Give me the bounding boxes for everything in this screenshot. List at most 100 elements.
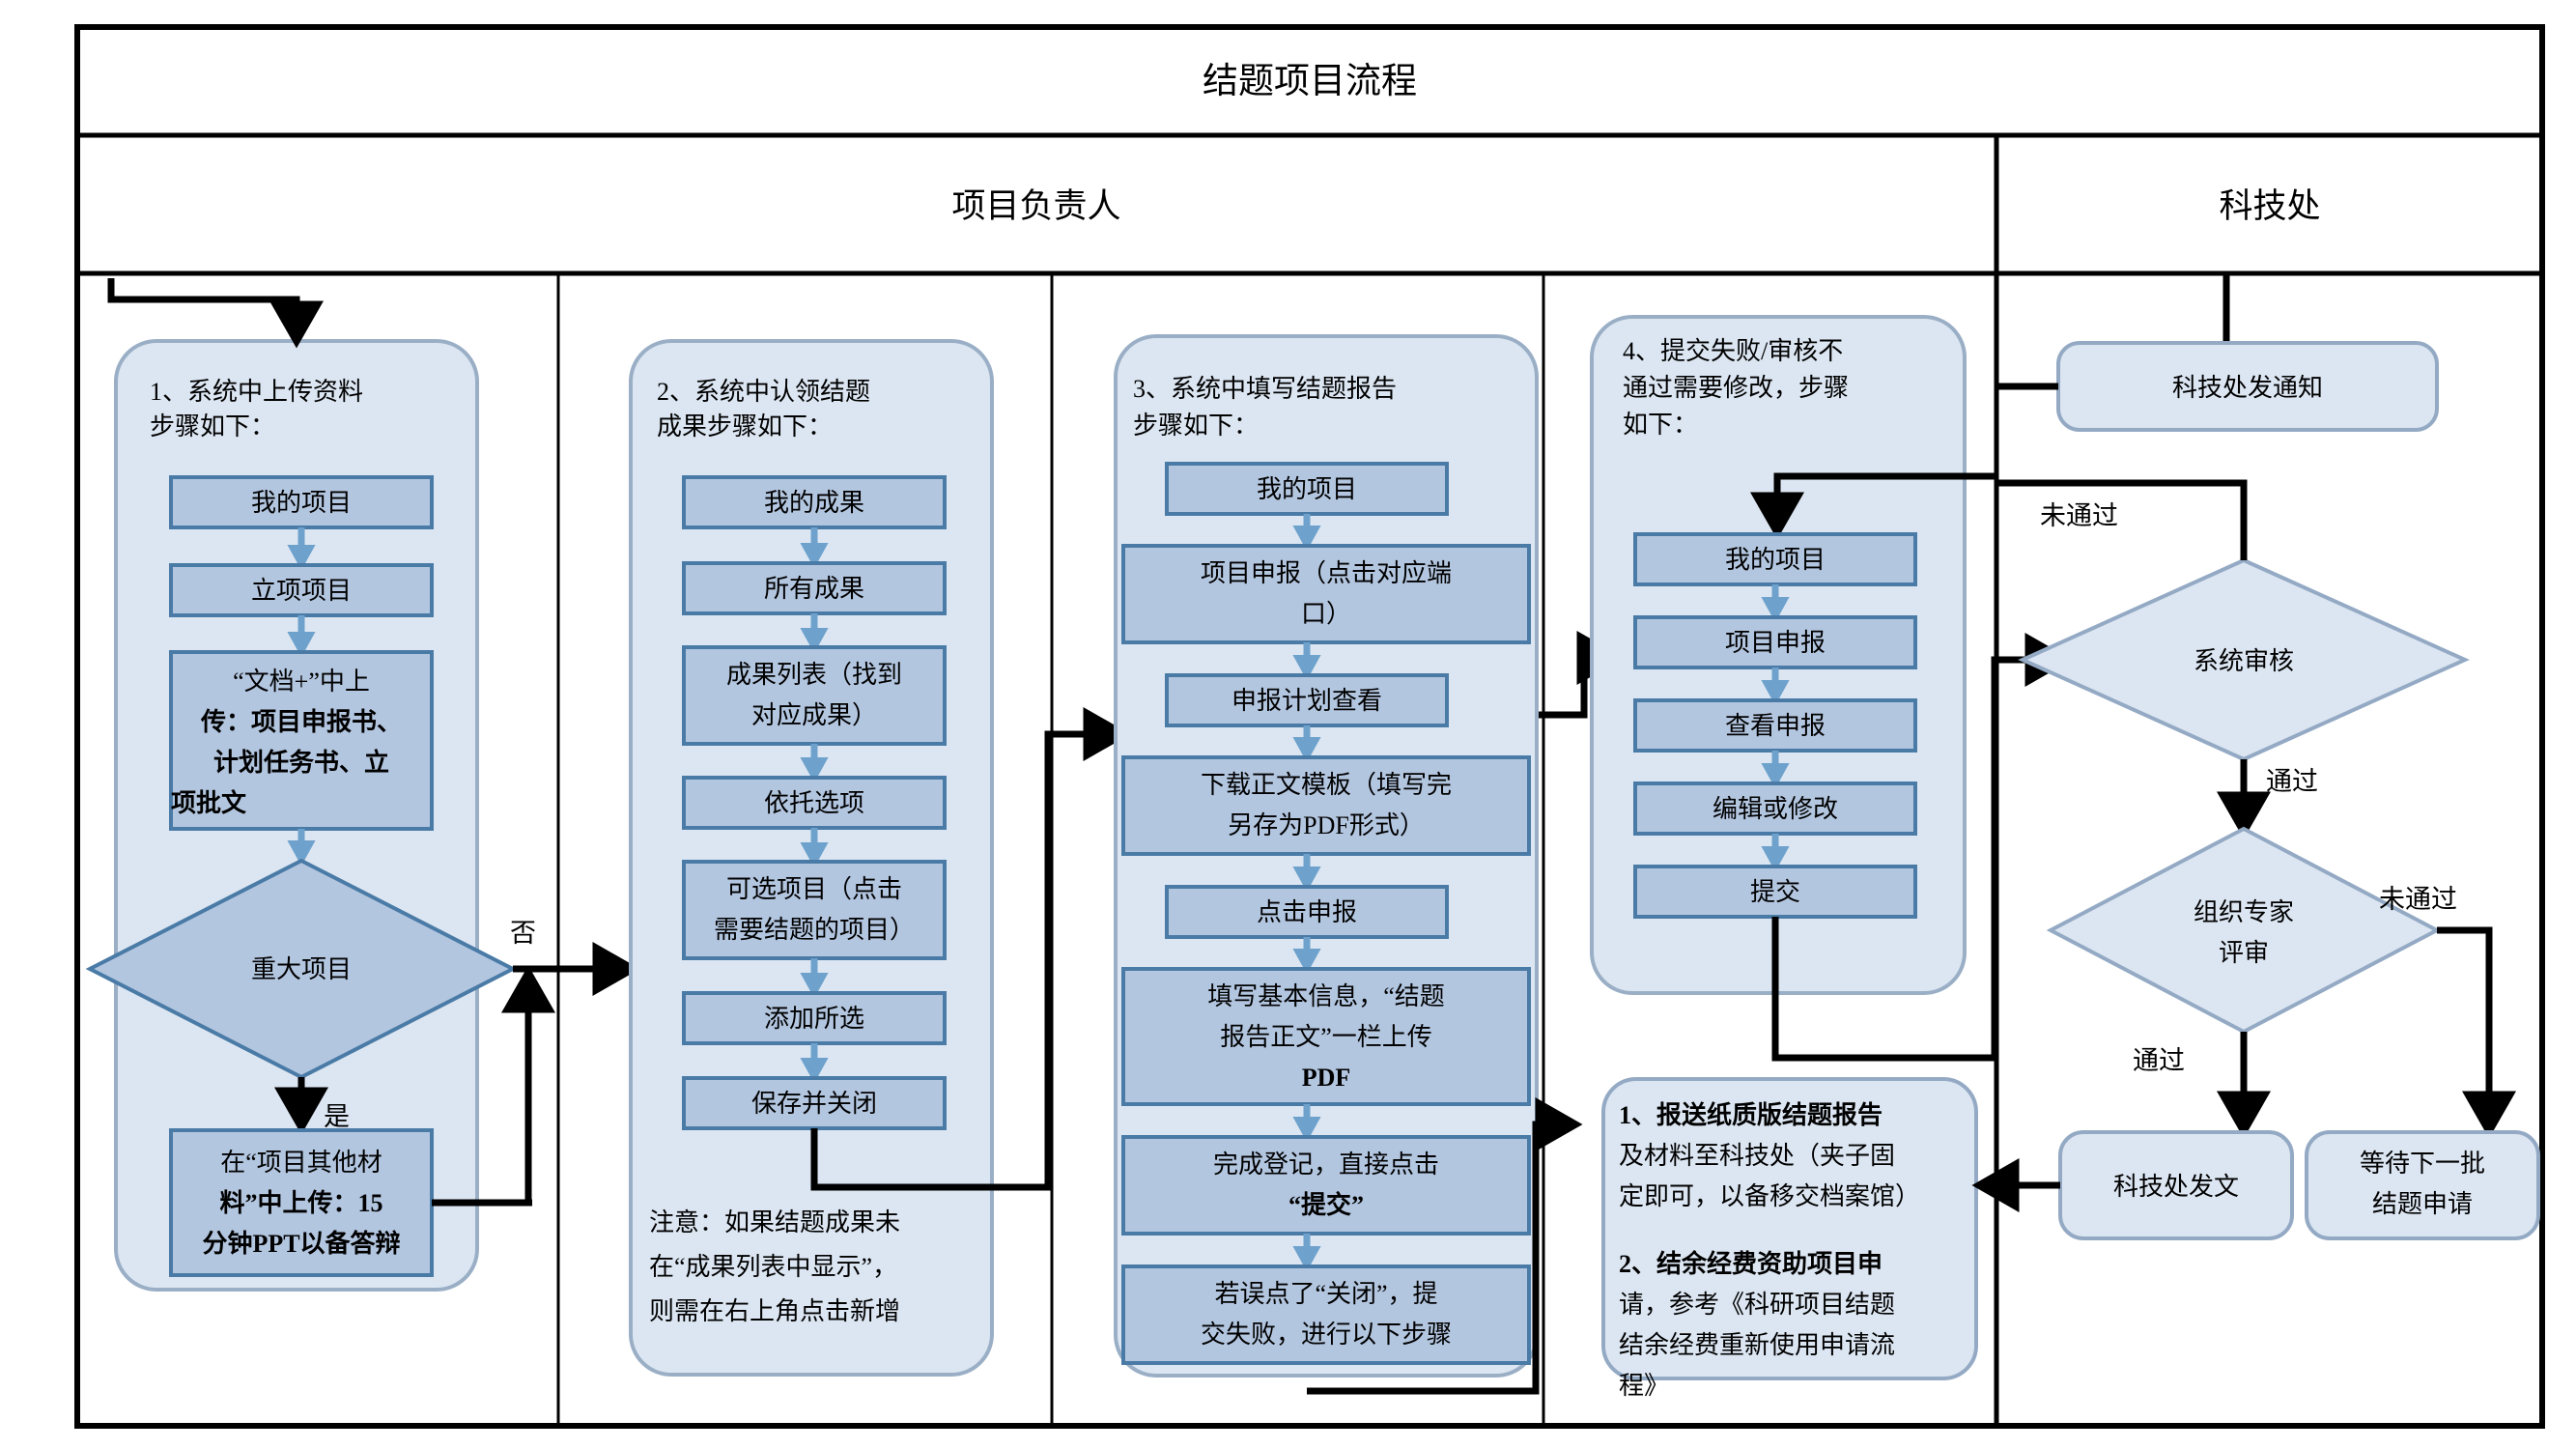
c3s8-label-line2: 交失败，进行以下步骤 — [1201, 1321, 1452, 1349]
col2-note-line1: 注意：如果结题成果未 — [649, 1208, 900, 1236]
c5s2-label: 科技处发文 — [2113, 1173, 2239, 1201]
col3-heading-line1: 3、系统中填写结题报告 — [1133, 375, 1397, 403]
c4s3-label: 查看申报 — [1725, 712, 1826, 740]
c1s3-label-line4: 项批文 — [171, 788, 247, 817]
c4s4-label: 编辑或修改 — [1713, 795, 1838, 823]
c3s4-box[interactable] — [1121, 755, 1531, 856]
c2s5-label-line1: 可选项目（点击 — [726, 875, 902, 903]
c2s7-label: 保存并关闭 — [751, 1090, 877, 1118]
c2s3-box[interactable] — [682, 645, 947, 746]
c3s5-box[interactable] — [1165, 885, 1449, 939]
c3s5-label: 点击申报 — [1257, 898, 1357, 926]
c1-edge-label-yes: 是 — [324, 1102, 350, 1131]
c4s1-label: 我的项目 — [1725, 546, 1826, 574]
c3s4-label-line1: 下载正文模板（填写完 — [1201, 771, 1452, 799]
c1s4-label-line2: 料”中上传：15 — [219, 1189, 382, 1217]
connector-review-fail — [1995, 479, 2248, 560]
c3s2-label-line2: 口） — [1301, 600, 1351, 628]
c3s4-label-line2: 另存为PDF形式） — [1228, 811, 1425, 839]
c3s2-box[interactable] — [1121, 544, 1531, 644]
c3s8-label-line1: 若误点了“关闭”，提 — [1214, 1280, 1437, 1308]
c2s4-box[interactable] — [682, 776, 947, 830]
c1d1-label: 重大项目 — [251, 955, 352, 983]
c2s2-box[interactable] — [682, 561, 947, 615]
lane-label-owner: 项目负责人 — [951, 187, 1120, 225]
c5s1-label: 科技处发通知 — [2172, 374, 2323, 402]
c1s4-label-line3: 分钟PPT以备答辩 — [202, 1229, 400, 1258]
col4-note-line3: 定即可，以备移交档案馆） — [1619, 1182, 1920, 1210]
c5d2-label-line2: 评审 — [2219, 939, 2269, 967]
c2s2-label: 所有成果 — [764, 575, 864, 603]
c1s4-label-line1: 在“项目其他材 — [220, 1149, 382, 1177]
col4-heading-line2: 通过需要修改，步骤 — [1623, 374, 1849, 402]
col4-heading-line1: 4、提交失败/审核不 — [1623, 337, 1843, 365]
c5s3-label-line1: 等待下一批 — [2360, 1150, 2485, 1178]
c2s5-label-line2: 需要结题的项目） — [714, 916, 915, 944]
c5-edge-label-pass1: 通过 — [2266, 767, 2318, 796]
c3s1-label: 我的项目 — [1257, 475, 1357, 503]
c2s1-label: 我的成果 — [764, 489, 864, 517]
c4s5-box[interactable] — [1633, 865, 1917, 919]
col4-note-line8: 程》 — [1619, 1372, 1669, 1400]
col4-heading-line3: 如下： — [1623, 411, 1698, 439]
c3s8-box[interactable] — [1121, 1264, 1531, 1365]
c5-edge-label-fail2: 未通过 — [2379, 885, 2457, 914]
c1s3-box[interactable] — [169, 650, 434, 831]
c5-edge-label-fail1: 未通过 — [2040, 501, 2118, 530]
connector-col3-col4-bottom — [1307, 1097, 1583, 1395]
lane-label-office: 科技处 — [2219, 187, 2320, 225]
connector-col2-col3 — [810, 707, 1131, 1191]
c3s6-box[interactable] — [1121, 967, 1531, 1106]
col4-note-line2: 及材料至科技处（夹子固 — [1619, 1142, 1895, 1170]
col3-heading-line2: 步骤如下： — [1133, 412, 1259, 440]
col4-note-line5: 2、结余经费资助项目申 — [1619, 1249, 1882, 1278]
group-col4-note — [1601, 1077, 1978, 1380]
c5s3-box[interactable] — [2305, 1130, 2540, 1240]
c3s3-label: 申报计划查看 — [1231, 687, 1382, 715]
col2-heading-line1: 2、系统中认领结题 — [657, 378, 870, 406]
col4-note-line1: 1、报送纸质版结题报告 — [1619, 1100, 1882, 1129]
c3s6-label-line1: 填写基本信息，“结题 — [1207, 982, 1445, 1010]
c3s7-box[interactable] — [1121, 1135, 1531, 1236]
c3s6-label-line2: 报告正文”一栏上传 — [1220, 1023, 1432, 1051]
connector-into-c4s1 — [1750, 472, 1995, 540]
col2-note-line3: 则需在右上角点击新增 — [649, 1297, 900, 1325]
c5d2-label-line1: 组织专家 — [2194, 898, 2294, 926]
c1s1-label: 我的项目 — [251, 489, 352, 517]
c1s3-label-line3: 计划任务书、立 — [213, 748, 389, 777]
col2-heading-line2: 成果步骤如下： — [657, 412, 833, 440]
c2s6-label: 添加所选 — [764, 1005, 864, 1033]
arrow-start-col1 — [107, 278, 324, 349]
c1s1-box[interactable] — [169, 475, 434, 529]
c3s7-label-line1: 完成登记，直接点击 — [1213, 1151, 1439, 1179]
c3s2-label-line1: 项目申报（点击对应端 — [1201, 559, 1452, 587]
c5-edge-label-pass2: 通过 — [2133, 1046, 2185, 1075]
c3s6-label-line3: PDF — [1302, 1064, 1351, 1092]
c1-edge-label-no: 否 — [510, 919, 536, 948]
c2s4-label: 依托选项 — [764, 789, 864, 817]
c2s3-label-line2: 对应成果） — [751, 701, 877, 729]
c2s3-label-line1: 成果列表（找到 — [726, 661, 902, 689]
c1s3-label-line1: “文档+”中上 — [233, 668, 370, 696]
c4s2-label: 项目申报 — [1725, 629, 1826, 657]
c2s5-box[interactable] — [682, 860, 947, 960]
connector-c4s5-review — [1771, 633, 2073, 1062]
swimlane-frame — [74, 24, 2545, 1429]
c3s1-box[interactable] — [1165, 462, 1449, 516]
page-title: 结题项目流程 — [1203, 61, 1417, 101]
arrow-expert-fail — [2437, 926, 2516, 1139]
c1s2-box[interactable] — [169, 563, 434, 617]
col4-note-line7: 结余经费重新使用申请流 — [1619, 1331, 1895, 1359]
col4-note-line6: 请，参考《科研项目结题 — [1619, 1291, 1895, 1319]
col2-note-line2: 在“成果列表中显示”， — [649, 1253, 897, 1281]
c2s7-box[interactable] — [682, 1076, 947, 1130]
c1s2-label: 立项项目 — [251, 577, 352, 605]
c5d2-diamond[interactable] — [2046, 826, 2442, 1035]
c4s5-label: 提交 — [1750, 878, 1800, 906]
c1s3-label-line2: 传：项目申报书、 — [200, 707, 402, 736]
c5d1-label: 系统审核 — [2194, 647, 2294, 675]
col1-heading-line1: 1、系统中上传资料 — [150, 378, 363, 406]
c3s7-label-line2: “提交” — [1288, 1190, 1364, 1219]
c5s3-label-line2: 结题申请 — [2372, 1190, 2473, 1218]
